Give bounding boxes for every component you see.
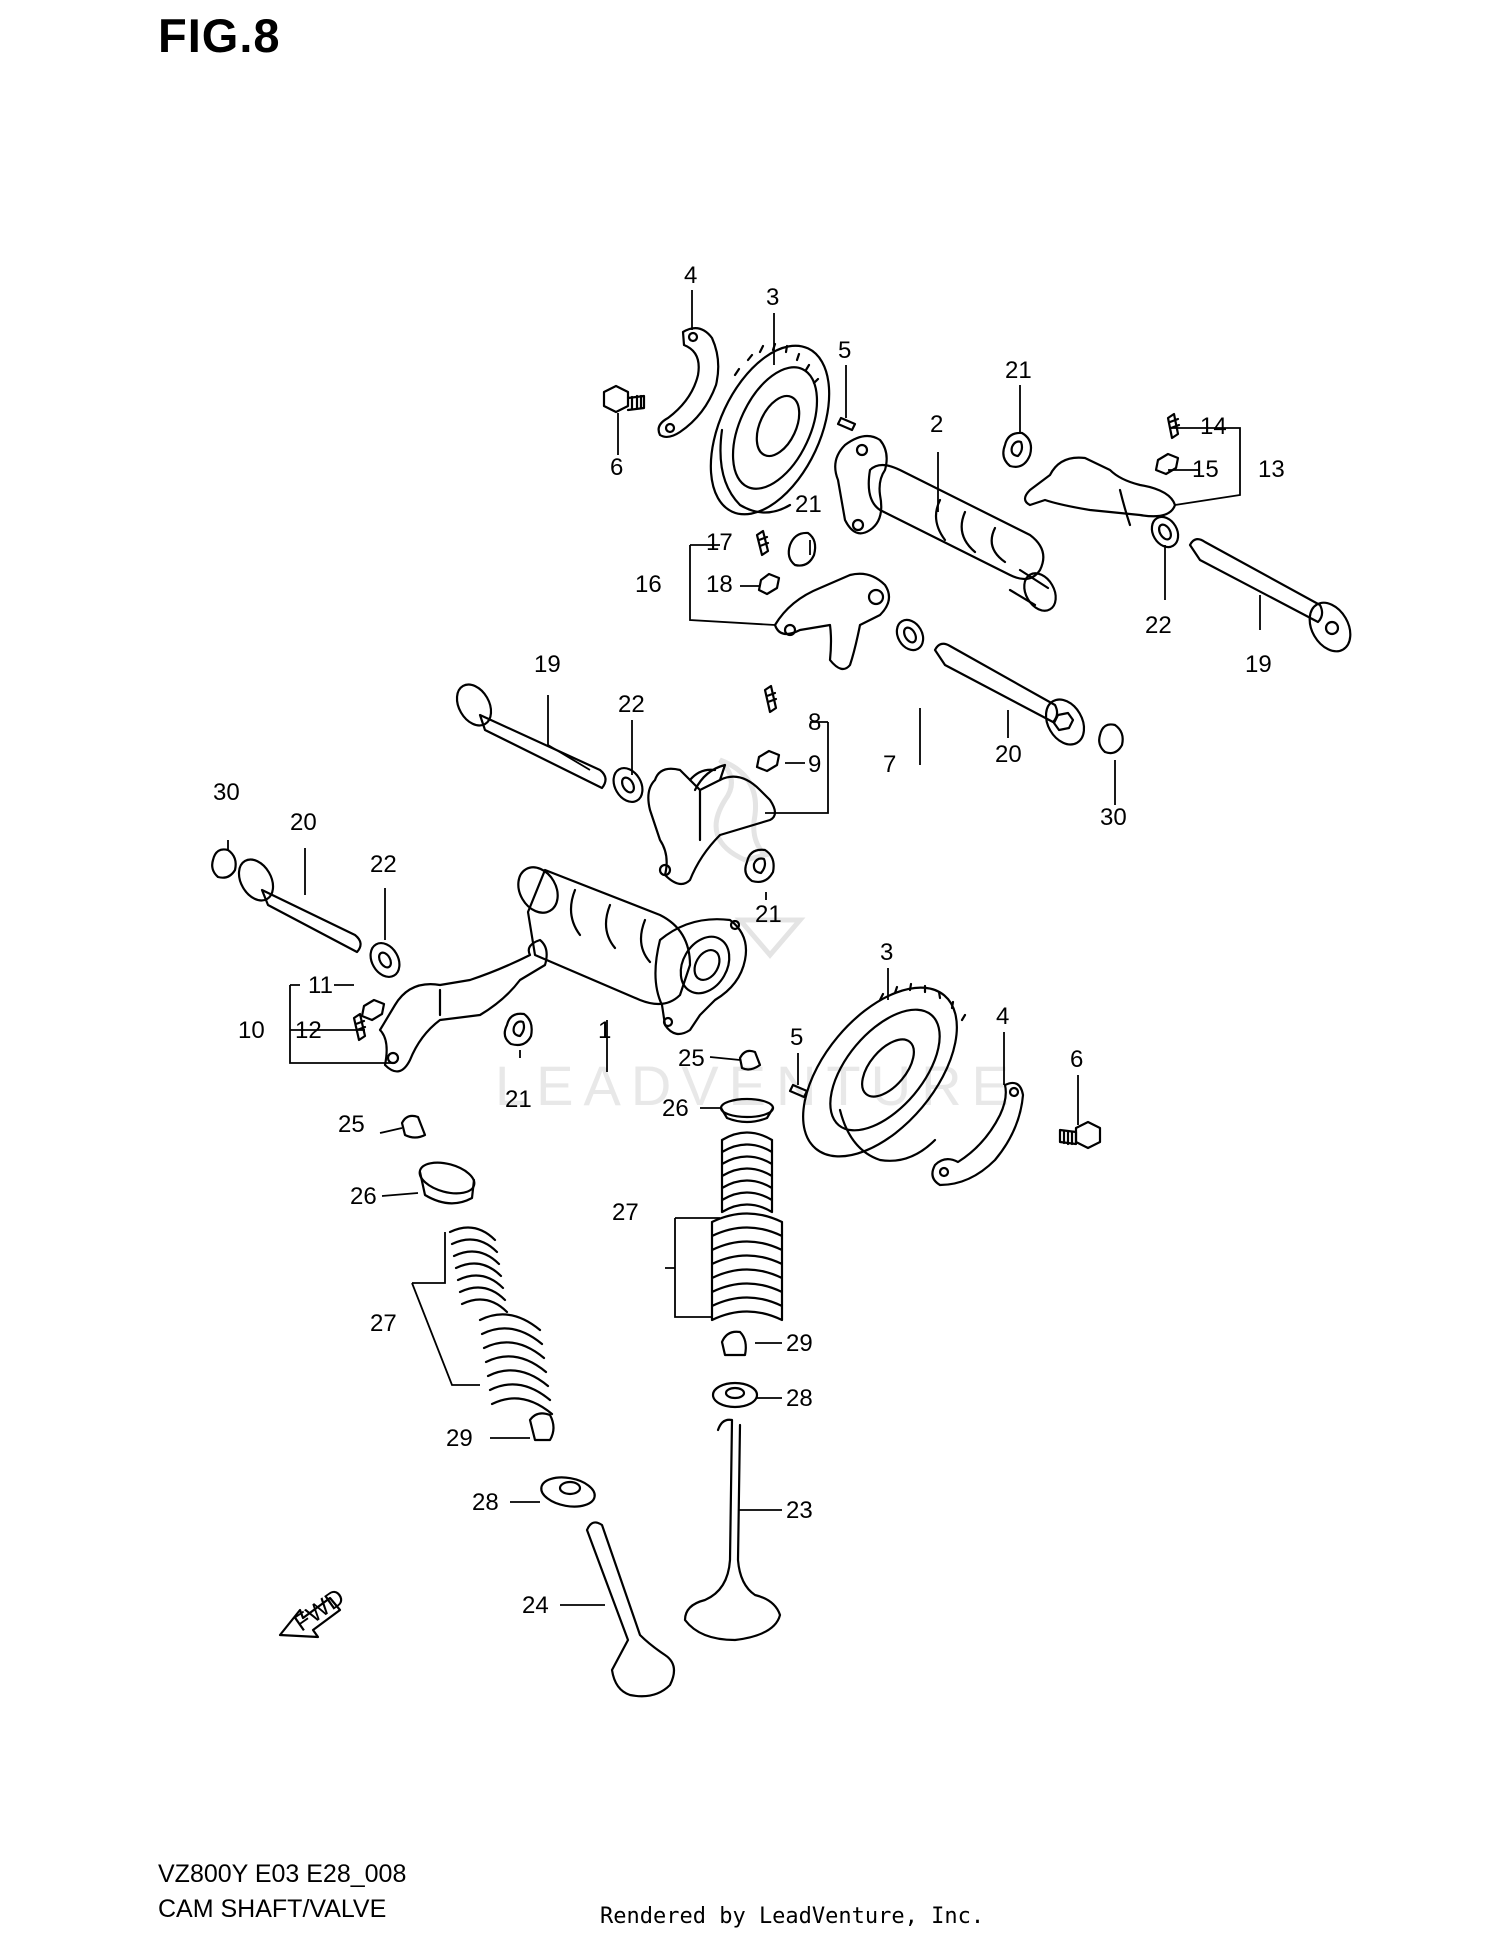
callout-13: 13 <box>1258 456 1285 483</box>
valve-spring-icon <box>710 1131 784 1322</box>
callout-25: 25 <box>678 1045 705 1072</box>
callout-15: 15 <box>1192 456 1219 483</box>
spring-seat-icon <box>711 1381 759 1409</box>
callout-labels: 4 3 5 21 6 2 14 15 13 17 21 16 18 22 19 … <box>213 262 1285 1619</box>
washer-icon <box>1150 515 1180 549</box>
camshaft-icon <box>517 866 748 1036</box>
bolt-icon <box>1058 1120 1102 1150</box>
callout-30: 30 <box>213 779 240 806</box>
watermark-logo: LEADVENTURE <box>495 757 1019 1117</box>
callout-1: 1 <box>598 1017 611 1044</box>
cam-gear-icon <box>709 342 831 516</box>
washer-icon <box>895 618 925 652</box>
callout-28: 28 <box>472 1489 499 1516</box>
bracket-icon <box>931 1081 1025 1187</box>
callout-21: 21 <box>1005 357 1032 384</box>
valve-cotter-icon <box>738 1049 762 1071</box>
callout-17: 17 <box>706 529 733 556</box>
washer-icon <box>503 1012 533 1047</box>
callout-22: 22 <box>618 691 645 718</box>
callout-27: 27 <box>612 1199 639 1226</box>
callout-25: 25 <box>338 1111 365 1138</box>
rocker-shaft-icon <box>455 683 607 790</box>
rocker-shaft-icon <box>933 642 1086 746</box>
callout-9: 9 <box>808 751 821 778</box>
callout-24: 24 <box>522 1592 549 1619</box>
rocker-shaft-icon <box>1188 538 1352 653</box>
callout-29: 29 <box>786 1330 813 1357</box>
spring-seat-icon <box>540 1476 596 1508</box>
washer-icon <box>612 767 644 803</box>
intake-valve-icon <box>585 1521 676 1698</box>
callout-21: 21 <box>505 1086 532 1113</box>
callout-14: 14 <box>1200 413 1227 440</box>
cap-icon <box>211 848 237 879</box>
exhaust-valve-icon <box>683 1418 782 1642</box>
callout-5: 5 <box>790 1024 803 1051</box>
callout-22: 22 <box>370 851 397 878</box>
callout-20: 20 <box>290 809 317 836</box>
rocker-arm-icon <box>352 938 548 1073</box>
callout-19: 19 <box>534 651 561 678</box>
fwd-label: FWD <box>289 1584 349 1637</box>
rocker-arm-icon <box>647 684 781 886</box>
callout-2: 2 <box>930 411 943 438</box>
rocker-shaft-icon <box>237 858 362 954</box>
valve-cotter-icon <box>400 1114 427 1139</box>
callout-3: 3 <box>880 939 893 966</box>
rocker-arm-icon <box>755 529 891 671</box>
callout-26: 26 <box>350 1183 377 1210</box>
callout-23: 23 <box>786 1497 813 1524</box>
cam-gear-icon <box>802 982 967 1162</box>
dowel-pin-icon <box>788 1083 809 1099</box>
washer-icon <box>369 942 401 978</box>
callout-6: 6 <box>610 454 623 481</box>
leader-lines <box>227 290 1261 1606</box>
rocker-arm-icon <box>1023 412 1181 527</box>
callout-6: 6 <box>1070 1046 1083 1073</box>
callout-8: 8 <box>808 709 821 736</box>
section-title: CAM SHAFT/VALVE <box>158 1895 387 1923</box>
callout-30: 30 <box>1100 804 1127 831</box>
callout-18: 18 <box>706 571 733 598</box>
model-code: VZ800Y E03 E28_008 <box>158 1860 407 1888</box>
watermark-text: LEADVENTURE <box>495 1054 1019 1117</box>
bracket-icon <box>657 327 720 439</box>
callout-19: 19 <box>1245 651 1272 678</box>
spring-retainer-icon <box>418 1161 476 1205</box>
callout-5: 5 <box>838 337 851 364</box>
valve-seal-icon <box>528 1412 555 1442</box>
callout-12: 12 <box>295 1017 322 1044</box>
callout-11: 11 <box>308 972 333 999</box>
callout-28: 28 <box>786 1385 813 1412</box>
camshaft-icon <box>834 434 1057 612</box>
valve-seal-icon <box>720 1330 747 1357</box>
bolt-icon <box>602 384 646 414</box>
callout-3: 3 <box>766 284 779 311</box>
callout-27: 27 <box>370 1310 397 1337</box>
washer-icon <box>1002 431 1033 468</box>
valve-spring-icon <box>448 1226 554 1416</box>
callout-16: 16 <box>635 571 662 598</box>
callout-21: 21 <box>795 491 822 518</box>
washer-icon <box>744 848 775 884</box>
dowel-pin-icon <box>836 416 857 432</box>
callout-20: 20 <box>995 741 1022 768</box>
callout-29: 29 <box>446 1425 473 1452</box>
callout-22: 22 <box>1145 612 1172 639</box>
cap-icon <box>1098 723 1124 755</box>
callout-21: 21 <box>755 901 782 928</box>
callout-10: 10 <box>238 1017 265 1044</box>
figure-title: FIG.8 <box>158 9 281 62</box>
callout-4: 4 <box>684 262 697 289</box>
callout-4: 4 <box>996 1003 1009 1030</box>
rendered-by-credit: Rendered by LeadVenture, Inc. <box>600 1904 985 1929</box>
callout-7: 7 <box>883 751 896 778</box>
callout-26: 26 <box>662 1095 689 1122</box>
forward-arrow-icon: FWD <box>278 1584 350 1639</box>
